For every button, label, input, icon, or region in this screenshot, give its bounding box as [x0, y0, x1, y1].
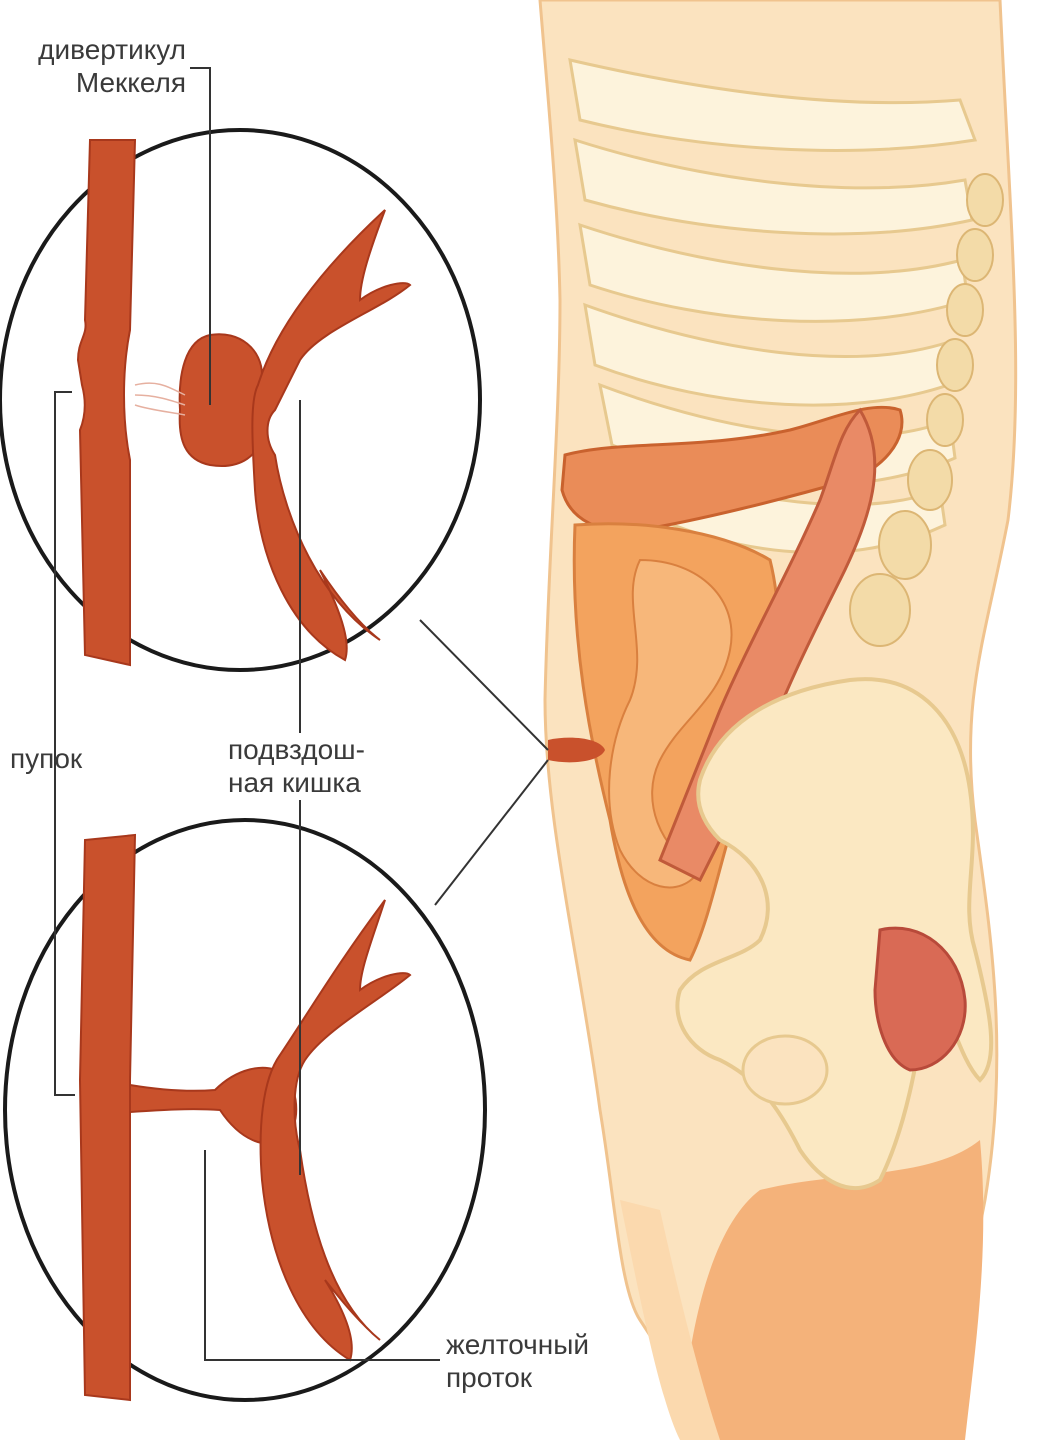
vitelline-label-line1: желточный	[446, 1328, 589, 1361]
ileum-label-line1: подвздош-	[228, 733, 365, 766]
abdominal-wall-bottom	[80, 835, 135, 1400]
vitelline-duct-label: желточный проток	[446, 1328, 589, 1394]
vertebra	[879, 511, 931, 579]
vertebra	[937, 339, 973, 391]
ileum-label-line2: ная кишка	[228, 766, 365, 799]
magnifier-bottom	[5, 820, 485, 1400]
vertebra	[957, 229, 993, 281]
navel-label-line1: пупок	[10, 742, 82, 775]
pelvic-foramen	[743, 1036, 827, 1104]
vertebra	[908, 450, 952, 510]
vitelline-label-line2: проток	[446, 1361, 589, 1394]
zoom-leader-bottom	[435, 760, 548, 905]
meckel-label-line1: дивертикул	[0, 33, 186, 66]
ileum-label: подвздош- ная кишка	[228, 733, 365, 799]
torso-illustration	[540, 0, 1016, 1440]
meckel-label-line2: Меккеля	[0, 66, 186, 99]
meckel-diverticulum-label: дивертикул Меккеля	[0, 33, 186, 99]
navel-label: пупок	[10, 742, 82, 775]
vertebra	[927, 394, 963, 446]
vertebra	[947, 284, 983, 336]
vertebra	[967, 174, 1003, 226]
vertebra	[850, 574, 910, 646]
zoom-leader-top	[420, 620, 548, 750]
magnifier-top	[0, 130, 480, 670]
